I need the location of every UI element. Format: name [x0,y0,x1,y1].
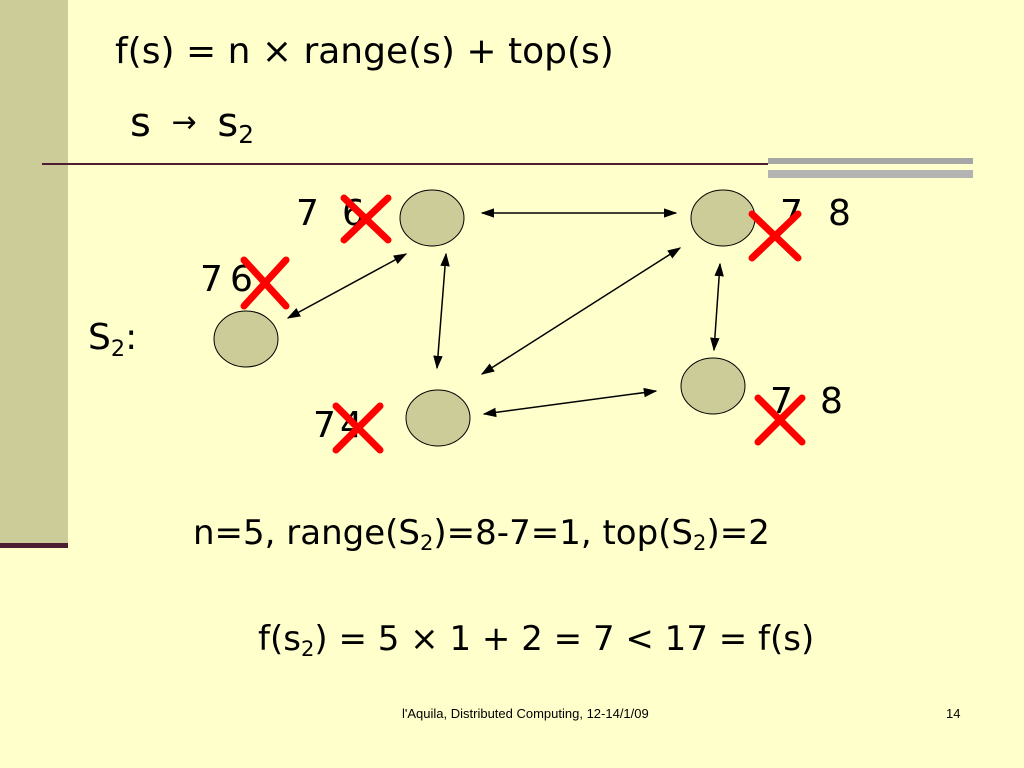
cross-mark-bottom-right [754,394,806,446]
graph-label-main: S [88,317,111,358]
title-rule-grey-upper [768,158,973,164]
page-number: 14 [946,706,961,721]
calc-subscript-2: 2 [693,530,707,556]
calc-part-2: )=8-7=1, top(S [433,513,694,553]
graph-label-colon: : [125,317,138,358]
node-bottom-right [680,357,746,415]
transition-arrow: → [171,105,197,140]
cross-mark-top-left [340,194,392,244]
calc-part-3: )=2 [706,513,770,553]
node-bottom-right-value-b: 8 [820,381,843,422]
calculation-line: n=5, range(S2)=8-7=1, top(S2)=2 [193,513,770,553]
title-rule [42,163,768,165]
node-bottom-middle [405,389,471,447]
node-top-right [690,189,756,247]
node-top-left [399,189,465,247]
footer-credit: l'Aquila, Distributed Computing, 12-14/1… [402,706,649,721]
formula-main: f(s) = n × range(s) + top(s) [115,31,614,72]
calc-subscript-1: 2 [420,530,434,556]
sidebar-band [0,0,68,548]
result-subscript-1: 2 [300,636,315,662]
edge-top-left-bottom-middle [433,252,450,370]
calc-part-1: n=5, range(S [193,513,420,553]
transition-from: s [130,100,151,146]
node-bottom-middle-value-a: 7 [313,405,336,446]
title-rule-grey-lower [768,170,973,178]
result-part-2: ) = 5 × 1 + 2 = 7 < 17 = f(s) [314,619,815,659]
result-part-1: f(s [258,619,301,659]
node-top-left-value-a: 7 [296,193,319,234]
graph-label-subscript: 2 [110,335,126,362]
node-top-right-value-b: 8 [828,193,851,234]
sidebar-rule [0,543,68,548]
transition-line: s → s2 [130,100,254,147]
edge-bottom-middle-top-right [480,247,682,375]
edge-left-top-left [286,253,408,319]
cross-mark-left [240,256,290,310]
edge-top-right-bottom-right [710,262,724,352]
transition-to: s [217,100,239,146]
node-left-value-b: 6 [230,259,253,300]
graph-label: S2: [88,317,138,360]
node-left [213,310,279,368]
node-left-value-a: 7 [200,259,223,300]
cross-mark-bottom-middle [332,402,384,454]
edge-bottom-middle-bottom-right [482,387,658,418]
transition-to-subscript: 2 [238,120,255,150]
cross-mark-top-right [748,210,802,262]
result-line: f(s2) = 5 × 1 + 2 = 7 < 17 = f(s) [258,619,815,659]
